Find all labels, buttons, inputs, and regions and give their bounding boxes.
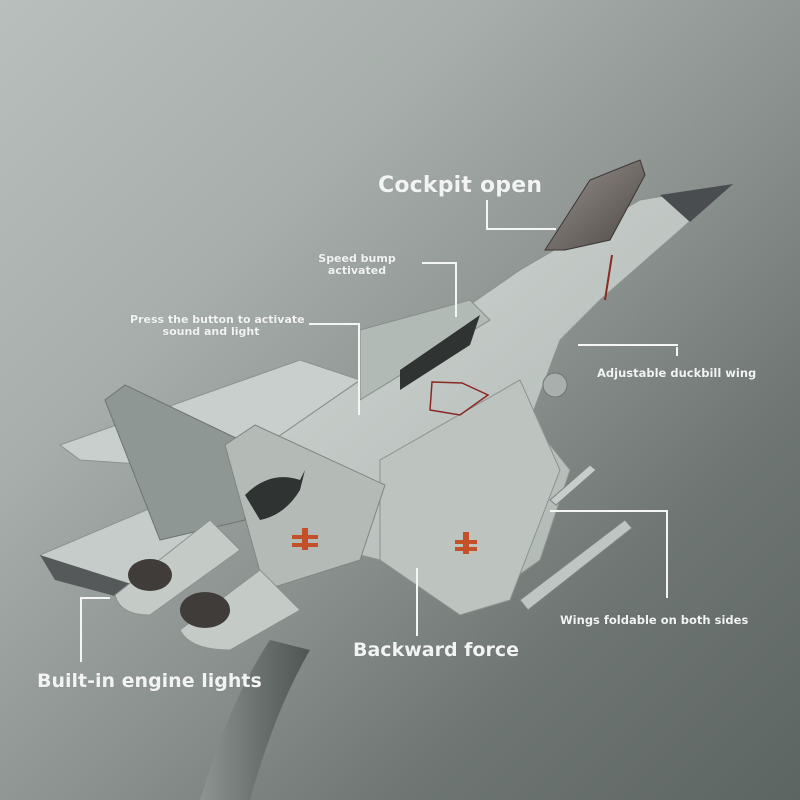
callout-wings-foldable: Wings foldable on both sides [560,613,749,627]
callout-engine-lights: Built-in engine lights [37,670,262,692]
leader-line [422,262,457,264]
leader-line [80,597,110,599]
leader-line [486,200,488,229]
callout-line-2: sound and light [162,325,260,339]
callout-backward-force: Backward force [353,639,519,661]
callout-line-2: activated [327,264,387,278]
leader-line [416,568,418,636]
callout-cockpit-open: Cockpit open [378,173,543,198]
leader-line [578,344,678,346]
leader-line [486,228,556,230]
callout-line-1: Speed bump [318,252,396,265]
leader-line [666,510,668,598]
leader-line [358,323,360,415]
leader-line [455,262,457,317]
display-stand [200,640,310,800]
leader-line [309,323,360,325]
leader-line [550,510,668,512]
callout-duckbill-wing: Adjustable duckbill wing [597,366,757,380]
callout-speed-bump: Speed bump activated [318,252,396,278]
callout-press-button: Press the button to activate sound and l… [130,313,305,339]
callout-line-1: Press the button to activate [130,313,305,326]
leader-line [676,347,678,356]
leader-line [80,597,82,662]
